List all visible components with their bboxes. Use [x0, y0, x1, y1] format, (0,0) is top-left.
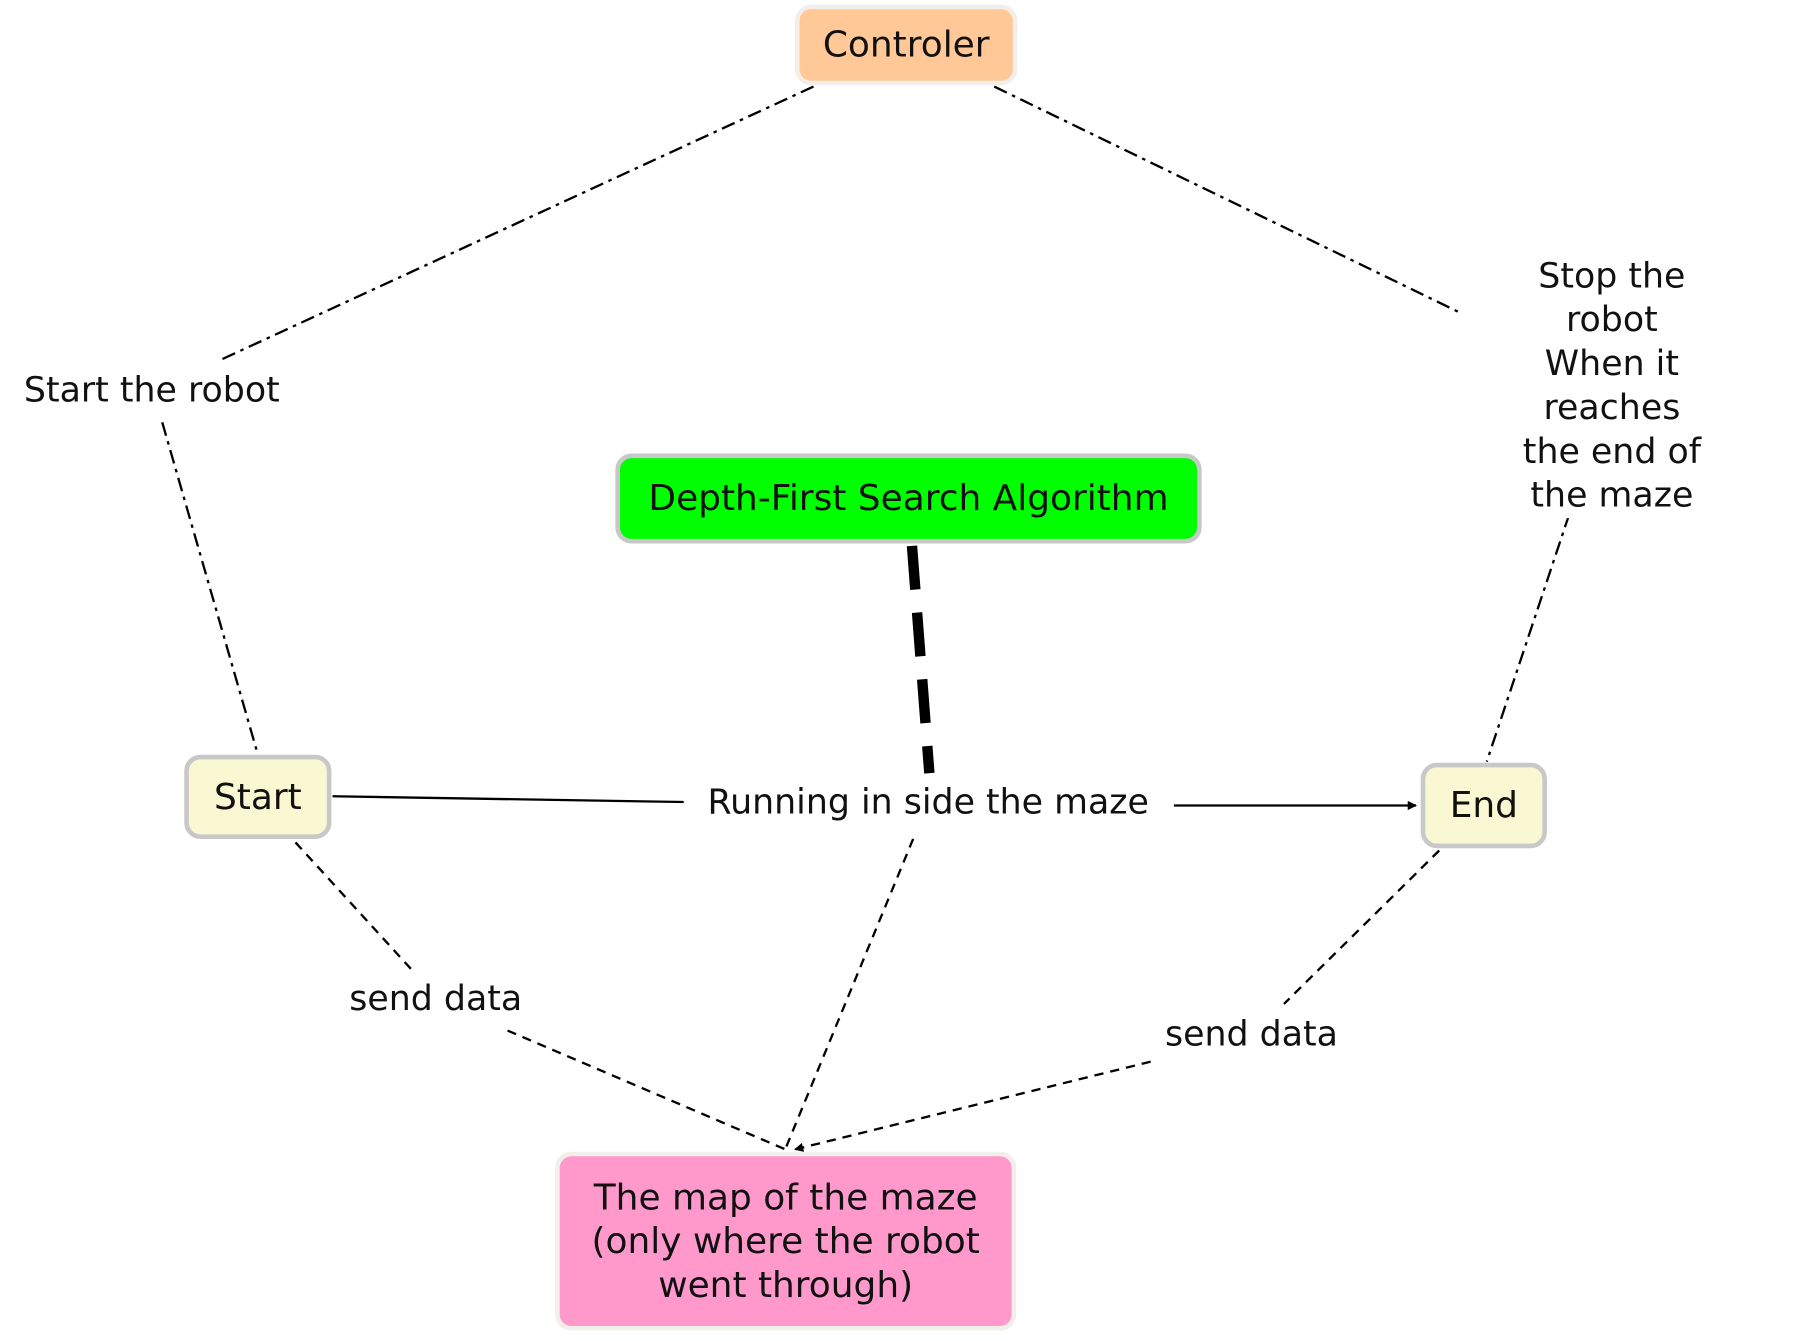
send-data-left-label: send data — [337, 977, 534, 1022]
running-in-side-the-maze-label: Running in side the maze — [695, 781, 1161, 826]
connector-controller-to-start-label — [219, 85, 814, 362]
connector-send-data-left-to-map — [507, 1029, 789, 1152]
connector-start-to-running — [332, 795, 684, 804]
start-the-robot-label: Start the robot — [12, 369, 292, 414]
end-node[interactable]: End — [1420, 762, 1547, 849]
connector-start-label-to-start — [161, 422, 259, 753]
end-node-label: End — [1449, 784, 1518, 827]
dfs-algorithm-node-label: Depth-First Search Algorithm — [648, 477, 1169, 520]
send-data-right-label: send data — [1153, 1013, 1350, 1058]
connector-running-to-map — [784, 838, 915, 1149]
start-node[interactable]: Start — [184, 754, 332, 839]
connector-stop-label-to-end — [1485, 458, 1589, 763]
connector-dfs-to-running — [906, 545, 935, 774]
dfs-algorithm-node[interactable]: Depth-First Search Algorithm — [615, 453, 1202, 544]
connector-end-to-send-data-right — [1283, 849, 1441, 1005]
connector-start-to-send-data-left — [294, 841, 413, 971]
start-node-label: Start — [213, 776, 302, 818]
connector-send-data-right-to-map — [794, 1060, 1151, 1152]
maze-map-node-label: The map of the maze (only where the robo… — [591, 1176, 980, 1306]
stop-the-robot-label: Stop the robot When it reaches the end o… — [1509, 255, 1715, 519]
controller-node-label: Controler — [822, 24, 990, 66]
controller-node[interactable]: Controler — [794, 4, 1018, 86]
connector-controller-to-stop-label — [993, 85, 1459, 313]
maze-map-node[interactable]: The map of the maze (only where the robo… — [555, 1151, 1017, 1331]
